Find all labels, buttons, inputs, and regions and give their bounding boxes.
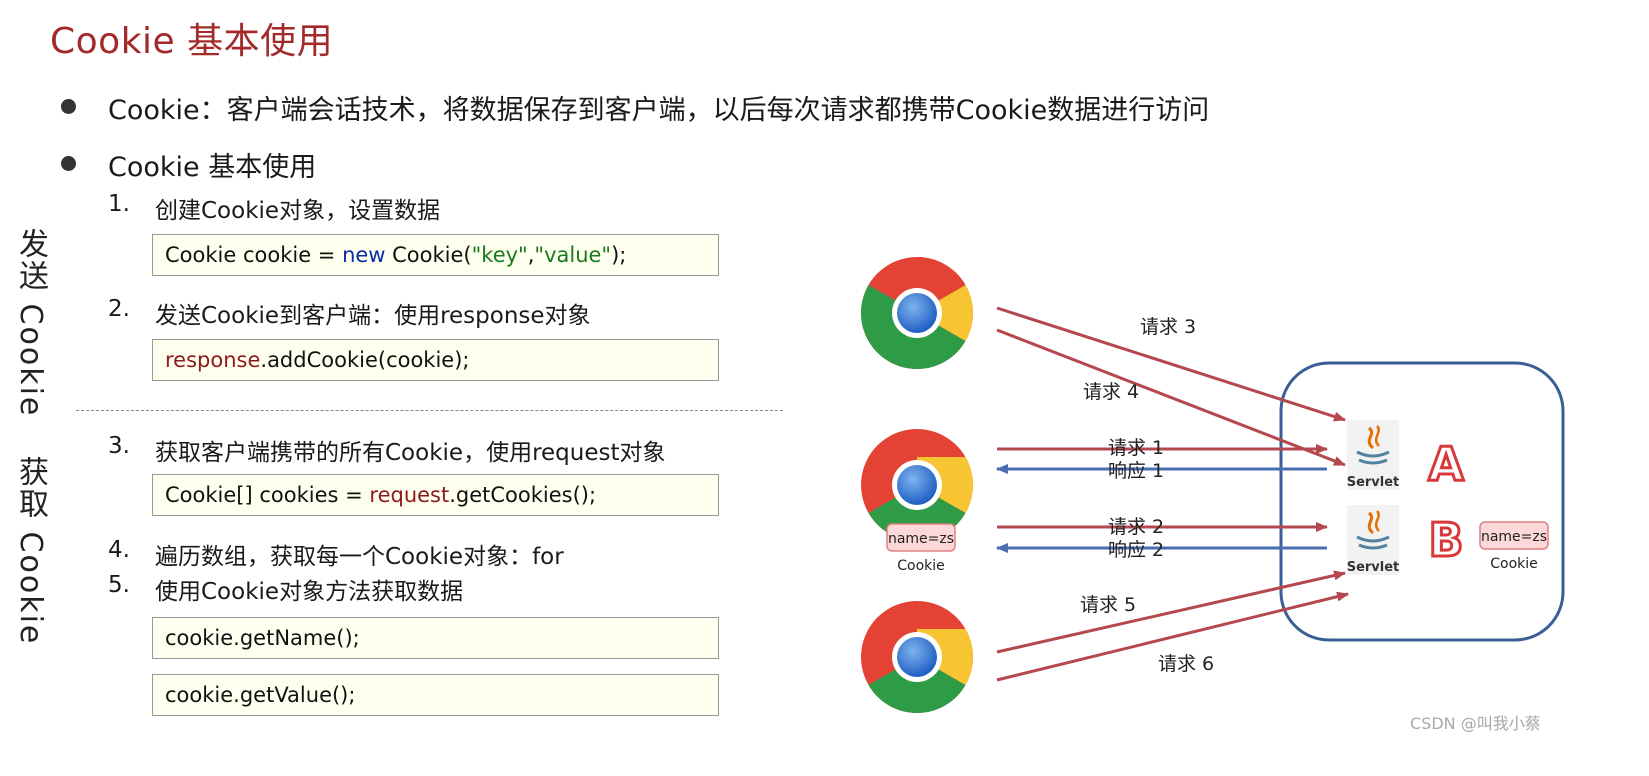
servlet-a-icon: Servlet <box>1347 420 1400 490</box>
code-get-name: cookie.getName(); <box>152 617 719 659</box>
arrow-request-5 <box>996 570 1346 654</box>
code-create-cookie: Cookie cookie = new Cookie("key","value"… <box>152 234 719 276</box>
servlet-a-letter: A <box>1428 437 1464 491</box>
chrome-icon <box>861 601 974 713</box>
section-divider <box>76 410 783 411</box>
page-title: Cookie 基本使用 <box>50 21 334 62</box>
watermark: CSDN @叫我小蔡 <box>1410 714 1541 733</box>
side-label-send-cookie: 发送 Cookie <box>13 228 48 418</box>
bullet-dot <box>61 99 76 114</box>
arrow-request-3 <box>996 306 1346 422</box>
label-request-1: 请求 1 <box>1108 437 1164 459</box>
code-get-cookies: Cookie[] cookies = request.getCookies(); <box>152 474 719 516</box>
label-request-3: 请求 3 <box>1140 316 1196 338</box>
step-number: 1. <box>108 191 130 217</box>
step-number: 3. <box>108 433 130 459</box>
step-read-data: 使用Cookie对象方法获取数据 <box>155 579 464 605</box>
label-request-2: 请求 2 <box>1108 516 1164 538</box>
client-cookie-badge: name=zs <box>886 523 956 552</box>
step-get-cookies: 获取客户端携带的所有Cookie，使用request对象 <box>155 440 666 466</box>
svg-text:Servlet: Servlet <box>1347 475 1400 490</box>
client-cookie-caption: Cookie <box>897 558 945 574</box>
server-box <box>1279 361 1565 642</box>
arrow-request-6 <box>996 591 1349 682</box>
arrow-request-4 <box>996 328 1346 467</box>
label-response-1: 响应 1 <box>1108 460 1164 482</box>
code-get-value: cookie.getValue(); <box>152 674 719 716</box>
bullet-definition: Cookie：客户端会话技术，将数据保存到客户端，以后每次请求都携带Cookie… <box>108 95 1210 126</box>
label-response-2: 响应 2 <box>1108 539 1164 561</box>
step-create-cookie: 创建Cookie对象，设置数据 <box>155 198 441 224</box>
server-cookie-caption: Cookie <box>1490 556 1538 572</box>
svg-text:name=zs: name=zs <box>888 531 954 547</box>
server-cookie-badge: name=zs <box>1479 521 1549 550</box>
label-request-6: 请求 6 <box>1158 653 1214 675</box>
label-request-4: 请求 4 <box>1083 381 1139 403</box>
servlet-b-letter: B <box>1428 513 1463 567</box>
side-label-get-cookie: 获取 Cookie <box>13 456 48 646</box>
servlet-b-icon: Servlet <box>1347 505 1400 575</box>
step-number: 4. <box>108 537 130 563</box>
step-number: 2. <box>108 296 130 322</box>
step-number: 5. <box>108 572 130 598</box>
bullet-basic-usage: Cookie 基本使用 <box>108 152 317 183</box>
bullet-dot <box>61 156 76 171</box>
svg-text:Servlet: Servlet <box>1347 560 1400 575</box>
label-request-5: 请求 5 <box>1080 594 1136 616</box>
code-add-cookie: response.addCookie(cookie); <box>152 339 719 381</box>
svg-text:name=zs: name=zs <box>1481 529 1547 545</box>
chrome-icon <box>860 257 974 369</box>
step-iterate: 遍历数组，获取每一个Cookie对象：for <box>155 544 564 570</box>
step-send-cookie: 发送Cookie到客户端：使用response对象 <box>155 303 591 329</box>
